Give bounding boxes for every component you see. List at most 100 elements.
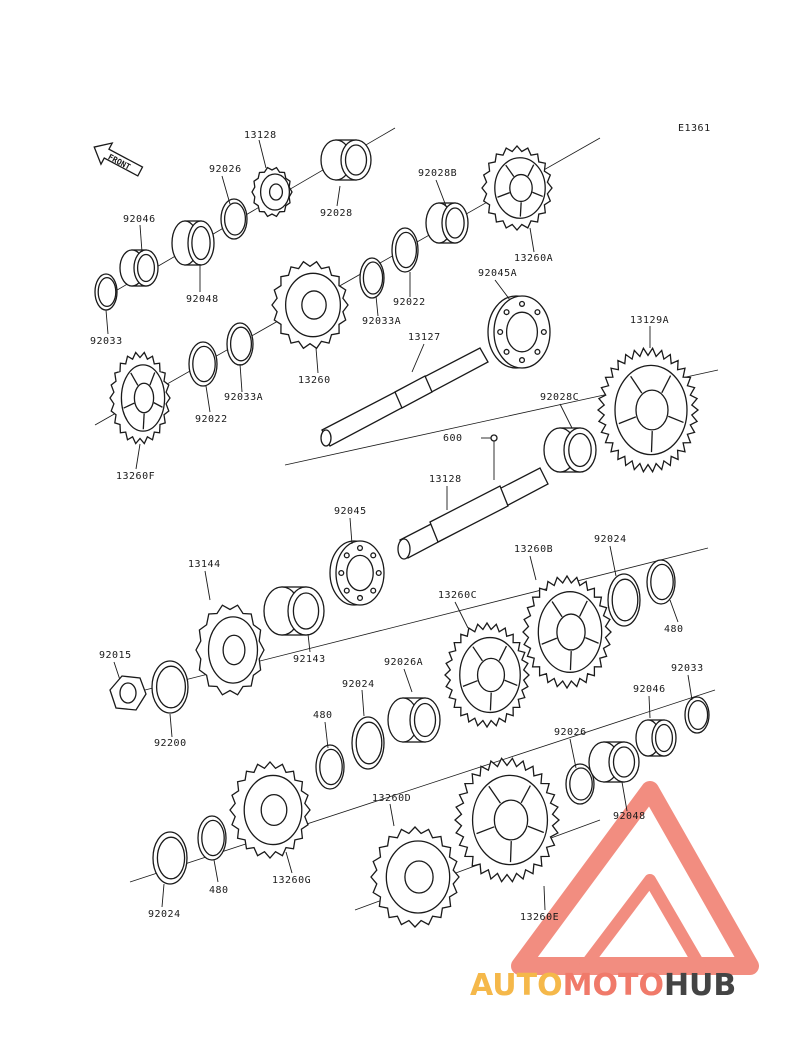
part-label: 92045A — [478, 268, 517, 279]
gear — [271, 260, 349, 350]
ring — [359, 257, 385, 299]
part-label: 92026 — [209, 164, 242, 175]
part-label: 92033A — [224, 392, 263, 403]
part-label: 92045 — [334, 506, 367, 517]
leader-line — [105, 309, 109, 335]
gear-spoke — [527, 164, 535, 177]
ring-outer — [315, 744, 345, 790]
bearing-ball — [343, 552, 350, 559]
part-label: 92200 — [154, 738, 187, 749]
watermark-wordmark: AUTOMOTOHUB — [470, 968, 736, 1003]
output-shaft — [397, 467, 549, 560]
bearing-ball — [503, 348, 510, 355]
gear-face — [459, 636, 521, 714]
rings — [94, 198, 710, 885]
gear-face — [120, 364, 166, 432]
bearing-ball — [343, 587, 350, 594]
part-label: 600 — [443, 433, 463, 444]
gear-spoke — [519, 202, 522, 217]
leader-line — [648, 695, 651, 719]
bearing-ball — [356, 594, 364, 602]
leader-line — [375, 295, 379, 317]
part-label: 480 — [209, 885, 229, 896]
leader-line — [139, 224, 143, 253]
gear-spoke — [618, 416, 637, 425]
leader-line — [411, 343, 425, 373]
bearing-ball — [370, 552, 377, 559]
part-label: 92024 — [594, 534, 627, 545]
ring-outer — [607, 573, 641, 627]
svg-text:AUTOMOTOHUB: AUTOMOTOHUB — [470, 968, 736, 1003]
gear — [109, 351, 171, 445]
sleeve-bore — [612, 746, 636, 778]
bearings — [119, 139, 677, 783]
gear-spoke — [579, 600, 588, 617]
components — [320, 347, 549, 560]
ring-inner — [319, 748, 343, 786]
leader-line — [559, 403, 573, 429]
ring-inner — [223, 202, 247, 236]
leader-line — [135, 443, 141, 470]
ball-bearing — [487, 295, 551, 369]
part-label: 13260A — [514, 253, 553, 264]
leader-line — [239, 363, 243, 393]
leader-line — [169, 713, 173, 738]
leader-line — [258, 139, 267, 169]
gear-spoke — [498, 645, 508, 661]
gear-hub — [493, 799, 529, 841]
gear-spoke — [130, 372, 139, 386]
gear-face — [614, 364, 688, 456]
leader-line — [687, 674, 693, 701]
leader-line — [161, 883, 165, 908]
sleeve — [425, 202, 469, 244]
watermark-part-hub: HUB — [664, 968, 736, 1003]
gear-hub — [404, 860, 434, 894]
gear-hub — [133, 382, 155, 414]
leader-line — [205, 385, 211, 413]
leader-line — [285, 851, 293, 874]
ring-inner — [362, 261, 384, 295]
part-label: 13129A — [630, 315, 669, 326]
gear-spoke — [520, 785, 531, 804]
part-label: 92046 — [123, 214, 156, 225]
leader-line — [307, 633, 311, 653]
part-label: 92024 — [148, 909, 181, 920]
leader-line — [336, 185, 341, 207]
ring — [315, 744, 345, 790]
gear-spoke — [527, 825, 545, 834]
gear — [229, 761, 311, 859]
gear-spoke — [585, 637, 599, 644]
ring — [151, 660, 189, 714]
ring-outer — [351, 716, 385, 770]
gear — [596, 346, 700, 474]
gear-spoke — [541, 637, 558, 645]
leader-line — [361, 689, 365, 717]
gear-face — [284, 272, 342, 338]
gear-spoke — [462, 680, 478, 688]
leader-line — [389, 803, 395, 827]
watermark-part-moto: MOTO — [563, 968, 664, 1003]
gear-spoke — [650, 431, 653, 453]
ring — [226, 322, 254, 366]
gear-spoke — [153, 402, 163, 408]
sleeve — [543, 427, 597, 473]
front-direction-arrow: FRONT — [93, 142, 144, 177]
part-label: 13127 — [408, 332, 441, 343]
part-label: 92022 — [393, 297, 426, 308]
part-label: 13260G — [272, 875, 311, 886]
gear-face — [243, 774, 303, 846]
sleeve-bore — [136, 253, 156, 283]
sleeve-bore — [292, 592, 320, 630]
leader-lines — [105, 139, 693, 911]
gear-spoke — [532, 191, 543, 198]
gear-spoke — [630, 375, 643, 394]
part-label: 13260B — [514, 544, 553, 555]
ring-inner — [355, 721, 383, 765]
part-label: 13128 — [429, 474, 462, 485]
watermark-part-auto: AUTO — [470, 968, 563, 1003]
bearing-ball — [356, 544, 364, 552]
part-label: 92026 — [554, 727, 587, 738]
ring-inner — [229, 326, 253, 362]
gear — [444, 621, 530, 729]
part-label: 13260E — [520, 912, 559, 923]
